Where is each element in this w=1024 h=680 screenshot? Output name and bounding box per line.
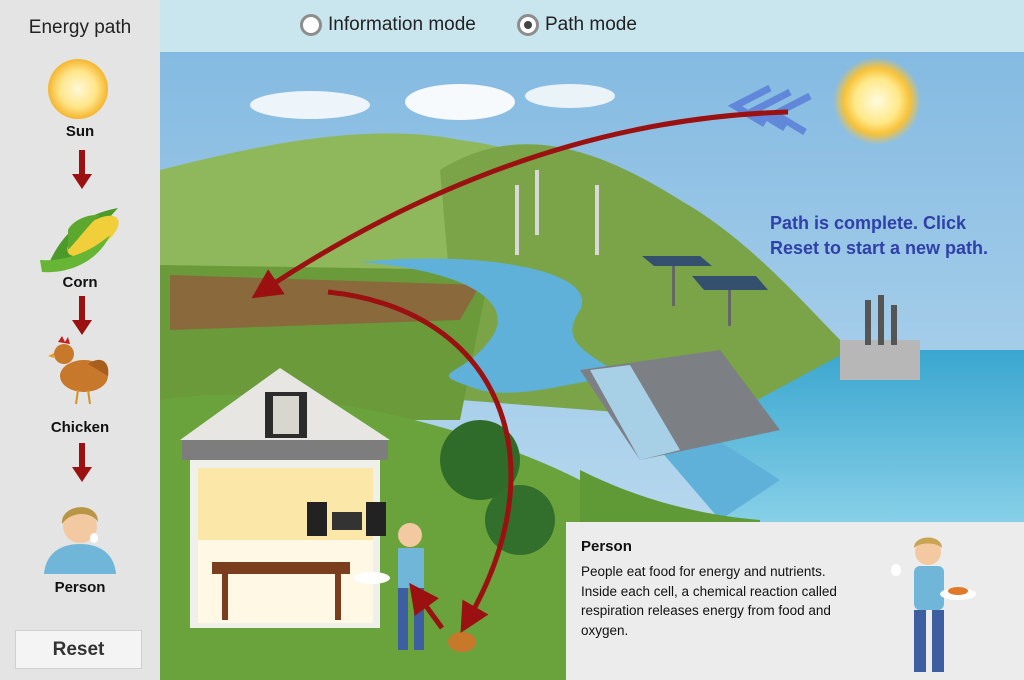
arrow-down-icon — [72, 443, 92, 482]
information-mode-radio[interactable]: Information mode — [300, 14, 476, 36]
step-label-corn: Corn — [62, 274, 98, 291]
path-status-message: Path is complete. Click Reset to start a… — [770, 213, 989, 258]
sidebar-title: Energy path — [28, 17, 132, 38]
arrow-down-icon — [72, 150, 92, 189]
path-mode-label[interactable]: Path mode — [545, 14, 637, 35]
radio-selected-icon[interactable] — [517, 14, 539, 36]
radio-unselected-icon[interactable] — [300, 14, 322, 36]
person-icon — [44, 507, 116, 574]
person-illustration-icon — [891, 537, 976, 672]
chicken-icon — [48, 336, 109, 405]
path-mode-radio[interactable]: Path mode — [517, 14, 637, 36]
info-panel: Person People eat food for energy and nu… — [566, 522, 1024, 680]
energy-path-sidebar: Energy path Sun Corn Chicken Pe — [0, 0, 160, 680]
info-panel-text: People eat food for energy and nutrients… — [581, 564, 837, 638]
step-label-chicken: Chicken — [50, 419, 110, 436]
arrow-down-icon — [72, 296, 92, 335]
info-panel-title: Person — [581, 538, 632, 555]
corn-icon — [40, 208, 119, 273]
mode-bar: Information mode Path mode — [160, 0, 1024, 52]
step-label-sun: Sun — [65, 123, 95, 140]
sun-icon — [48, 59, 108, 119]
information-mode-label[interactable]: Information mode — [328, 14, 476, 35]
reset-button[interactable]: Reset — [15, 630, 142, 669]
step-label-person: Person — [54, 579, 106, 596]
